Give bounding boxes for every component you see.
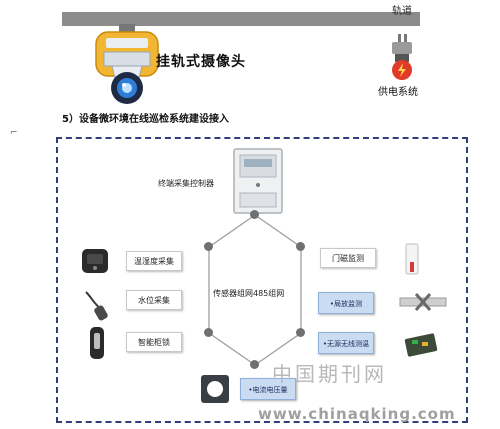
network-node-lower-right [296, 328, 305, 337]
power-supply-icon [392, 34, 412, 80]
partial-discharge-box: •局放监测 [318, 292, 374, 314]
door-magnet-sensor-icon [405, 243, 419, 275]
terminal-controller-icon [233, 148, 283, 214]
terminal-controller-label: 终端采集控制器 [158, 179, 214, 188]
network-node-bottom [250, 360, 259, 369]
water-level-box: 水位采集 [126, 290, 182, 310]
network-node-upper-right [296, 242, 305, 251]
water-level-sensor-icon [85, 291, 108, 321]
current-transformer-icon [201, 375, 229, 403]
rail-label: 轨道 [392, 6, 412, 17]
door-magnet-box: 门磁监测 [320, 248, 376, 268]
wireless-temp-sensor-icon [404, 333, 438, 357]
watermark-url: www.chinaqking.com [258, 405, 456, 423]
rail-camera-icon [95, 24, 159, 104]
power-supply-label: 供电系统 [378, 87, 418, 98]
current-voltage-box: •电流电压量 [240, 378, 296, 400]
rail-track [62, 12, 420, 26]
passive-wireless-temp-box: •无源无线测温 [318, 332, 374, 354]
temp-humidity-sensor-icon [82, 249, 108, 273]
camera-label: 挂轨式摄像头 [156, 54, 246, 70]
temp-humidity-box: 温湿度采集 [126, 251, 182, 271]
watermark-cn: 中国期刊网 [272, 362, 387, 386]
network-node-upper-left [204, 242, 213, 251]
smart-cabinet-lock-box: 智能柜锁 [126, 332, 182, 352]
sensor-network-label: 传感器组网485组网 [213, 289, 285, 298]
smart-cabinet-lock-icon [90, 327, 104, 359]
page-corner-mark: ⌐ [10, 128, 18, 138]
partial-discharge-sensor-icon [399, 293, 447, 311]
diagram-frame [56, 137, 468, 423]
network-node-lower-left [204, 328, 213, 337]
network-node-top [250, 210, 259, 219]
section-title: 5）设备微环境在线巡检系统建设接入 [62, 114, 229, 125]
